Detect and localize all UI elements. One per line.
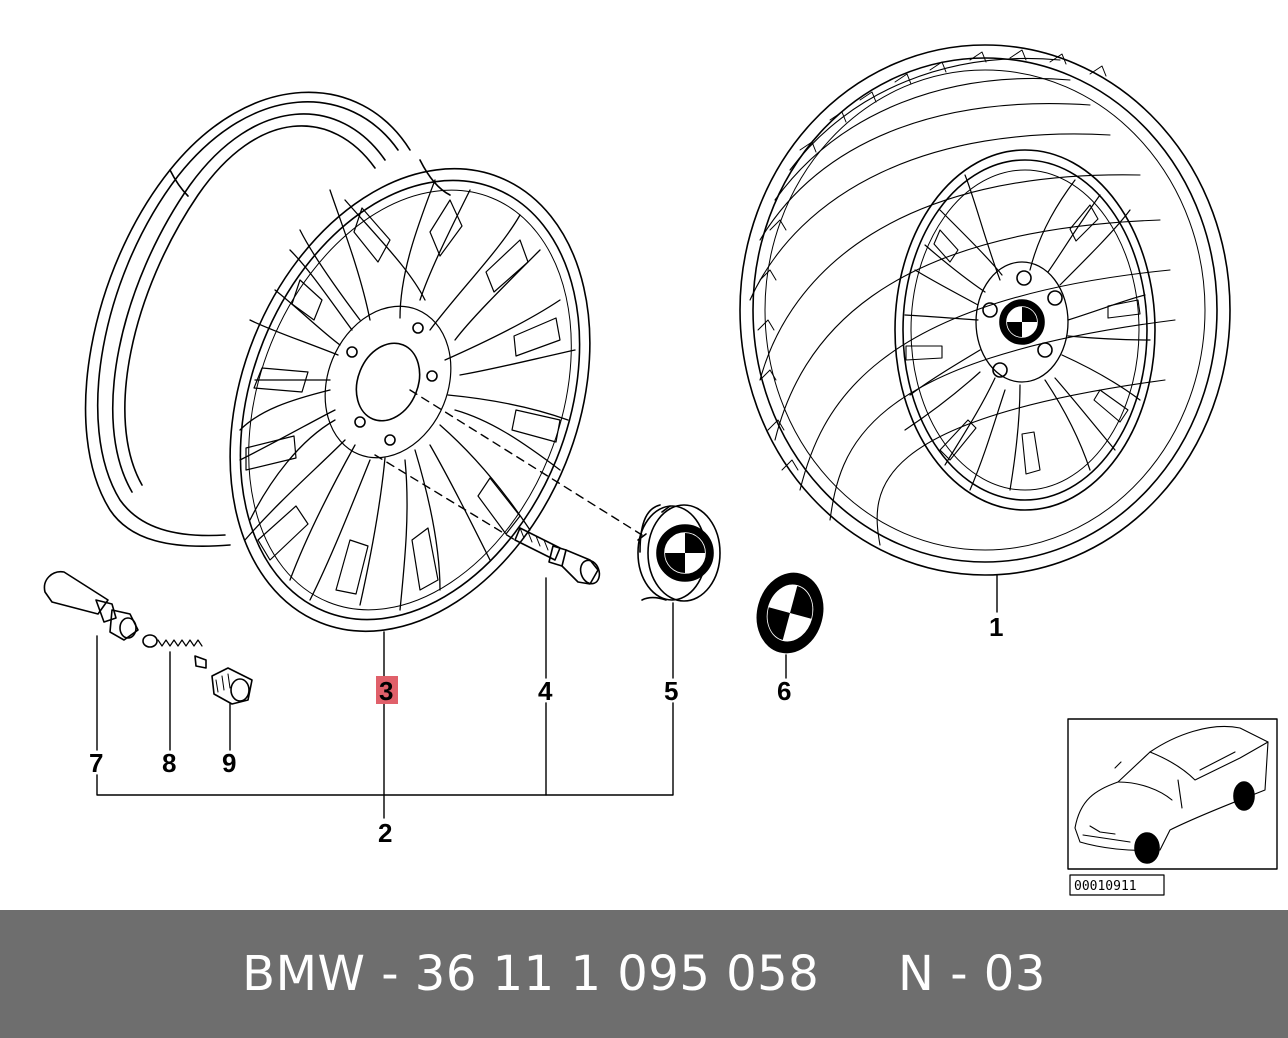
valve-cap-drawing xyxy=(211,667,253,705)
valve-insert-drawing xyxy=(142,634,207,669)
footer-bar: BMW - 36 11 1 095 058 N - 03 xyxy=(0,910,1288,1038)
emblem-drawing xyxy=(756,572,824,654)
callout-3: 3 xyxy=(379,676,393,706)
valve-drawing xyxy=(43,570,139,641)
callout-4: 4 xyxy=(538,676,553,706)
hub-cap-drawing xyxy=(637,504,721,602)
callout-1: 1 xyxy=(989,612,1003,642)
complete-wheel-drawing xyxy=(739,44,1231,576)
callout-6: 6 xyxy=(777,676,791,706)
parts-diagram: 1 2 3 4 5 6 7 8 9 00010911 xyxy=(43,44,1278,896)
rim-front-lip xyxy=(229,167,591,633)
callout-2: 2 xyxy=(378,818,392,848)
callout-7: 7 xyxy=(89,748,103,778)
callout-8: 8 xyxy=(162,748,176,778)
tire-outer xyxy=(739,44,1231,576)
reference-code: 00010911 xyxy=(1074,879,1137,894)
wheel-bolt-drawing xyxy=(514,527,601,585)
leader-lines xyxy=(96,389,998,819)
rim-barrel xyxy=(84,91,411,548)
part-number-caption: BMW - 36 11 1 095 058 N - 03 xyxy=(242,946,1046,1002)
callout-9: 9 xyxy=(222,748,236,778)
wheel-rim xyxy=(894,149,1156,511)
vehicle-thumbnail: 00010911 xyxy=(1067,718,1278,896)
rim-drawing xyxy=(84,91,591,633)
callout-5: 5 xyxy=(664,676,678,706)
rim-hub-bore xyxy=(355,342,421,422)
callout-3-highlight xyxy=(376,676,398,704)
